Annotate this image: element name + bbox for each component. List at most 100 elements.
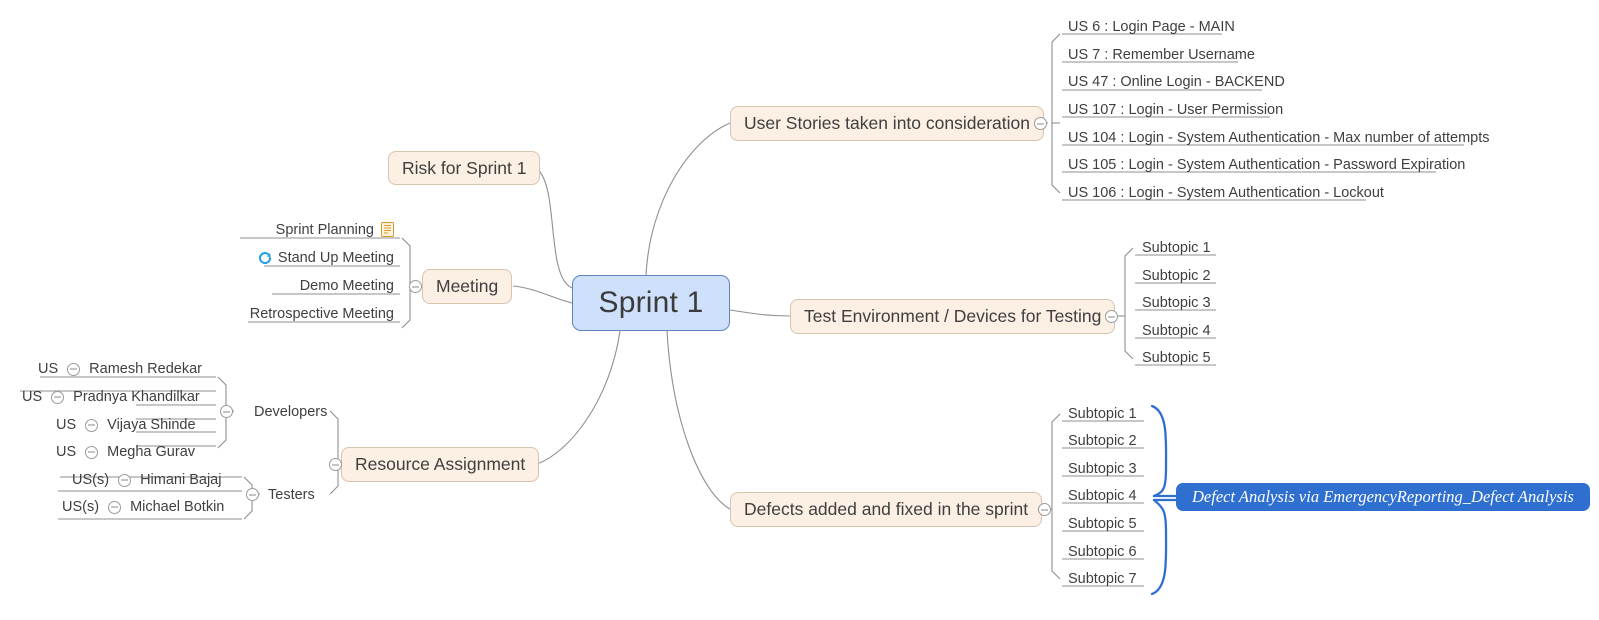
leaf-label: Subtopic 3 (1142, 294, 1211, 311)
person-name: Michael Botkin (130, 499, 225, 515)
leaf-defect-7[interactable]: Subtopic 7 (1062, 569, 1143, 588)
collapse-toggle-testers[interactable] (246, 488, 259, 501)
root-node-sprint-1[interactable]: Sprint 1 (572, 275, 730, 331)
leaf-defect-1[interactable]: Subtopic 1 (1062, 404, 1143, 423)
branch-label-test-environment: Test Environment / Devices for Testing (804, 306, 1102, 326)
us-tag: US(s) (72, 472, 110, 488)
leaf-defect-6[interactable]: Subtopic 6 (1062, 542, 1143, 561)
leaf-label: Subtopic 4 (1142, 322, 1211, 339)
branch-label-meeting: Meeting (436, 276, 499, 296)
branch-label-resource-assignment: Resource Assignment (355, 454, 526, 474)
leaf-defect-3[interactable]: Subtopic 3 (1062, 459, 1143, 478)
leaf-label: Developers (254, 403, 328, 420)
leaf-label: US 6 : Login Page - MAIN (1068, 18, 1235, 35)
leaf-label: Subtopic 3 (1068, 460, 1137, 477)
leaf-meeting-sprint-planning[interactable]: Sprint Planning (240, 220, 400, 239)
leaf-label: US 107 : Login - User Permission (1068, 101, 1284, 118)
leaf-meeting-demo[interactable]: Demo Meeting (252, 276, 400, 295)
leaf-label: Subtopic 7 (1068, 570, 1137, 587)
us-tag: US (56, 444, 77, 460)
root-label: Sprint 1 (598, 286, 704, 319)
collapse-toggle-developers[interactable] (220, 405, 233, 418)
collapse-toggle-person[interactable] (67, 362, 81, 376)
leaf-user-story-3[interactable]: US 47 : Online Login - BACKEND (1062, 72, 1291, 91)
leaf-label: Subtopic 2 (1068, 432, 1137, 449)
leaf-label: Retrospective Meeting (249, 305, 394, 322)
person-row[interactable]: US(s) Himani Bajaj (72, 472, 221, 488)
leaf-label: US 105 : Login - System Authentication -… (1068, 156, 1466, 173)
collapse-toggle-resource-assignment[interactable] (329, 458, 342, 471)
collapse-toggle-person[interactable] (118, 473, 132, 487)
leaf-user-story-6[interactable]: US 105 : Login - System Authentication -… (1062, 155, 1471, 174)
person-row[interactable]: US Vijaya Shinde (56, 417, 196, 433)
leaf-meeting-stand-up[interactable]: Stand Up Meeting (244, 248, 400, 267)
leaf-label: Subtopic 1 (1068, 405, 1137, 422)
branch-node-meeting[interactable]: Meeting (422, 269, 513, 304)
leaf-label: Subtopic 5 (1068, 515, 1137, 532)
branch-node-resource-assignment[interactable]: Resource Assignment (341, 447, 540, 482)
leaf-user-story-4[interactable]: US 107 : Login - User Permission (1062, 100, 1289, 119)
collapse-toggle-test-environment[interactable] (1105, 310, 1118, 323)
person-name: Vijaya Shinde (107, 417, 196, 433)
leaf-test-env-3[interactable]: Subtopic 3 (1136, 293, 1217, 312)
branch-node-defects[interactable]: Defects added and fixed in the sprint (730, 492, 1043, 527)
leaf-label: Subtopic 4 (1068, 487, 1137, 504)
collapse-toggle-user-stories[interactable] (1034, 117, 1047, 130)
leaf-test-env-1[interactable]: Subtopic 1 (1136, 238, 1217, 257)
leaf-meeting-retrospective[interactable]: Retrospective Meeting (228, 304, 400, 323)
leaf-user-story-1[interactable]: US 6 : Login Page - MAIN (1062, 17, 1241, 36)
leaf-defect-2[interactable]: Subtopic 2 (1062, 431, 1143, 450)
us-tag: US (56, 417, 77, 433)
leaf-label: US 47 : Online Login - BACKEND (1068, 73, 1285, 90)
collapse-toggle-person[interactable] (51, 390, 65, 404)
us-tag: US (22, 389, 43, 405)
leaf-defect-5[interactable]: Subtopic 5 (1062, 514, 1143, 533)
collapse-toggle-person[interactable] (85, 445, 99, 459)
leaf-label: Subtopic 1 (1142, 239, 1211, 256)
leaf-user-story-7[interactable]: US 106 : Login - System Authentication -… (1062, 183, 1390, 202)
leaf-label: Sprint Planning (275, 221, 374, 238)
leaf-test-env-2[interactable]: Subtopic 2 (1136, 266, 1217, 285)
branch-label-defects: Defects added and fixed in the sprint (744, 499, 1029, 519)
collapse-toggle-person[interactable] (85, 418, 99, 432)
leaf-user-story-2[interactable]: US 7 : Remember Username (1062, 45, 1261, 64)
group-label-testers[interactable]: Testers (262, 485, 321, 504)
leaf-label: Subtopic 5 (1142, 349, 1211, 366)
defect-brace (1150, 404, 1178, 596)
leaf-user-story-5[interactable]: US 104 : Login - System Authentication -… (1062, 128, 1496, 147)
callout-defect-analysis[interactable]: Defect Analysis via EmergencyReporting_D… (1176, 483, 1590, 511)
branch-node-user-stories[interactable]: User Stories taken into consideration (730, 106, 1044, 141)
collapse-toggle-person[interactable] (108, 500, 122, 514)
leaf-label: US 106 : Login - System Authentication -… (1068, 184, 1384, 201)
branch-node-risk[interactable]: Risk for Sprint 1 (388, 151, 541, 185)
person-name: Himani Bajaj (140, 472, 222, 488)
leaf-label: US 104 : Login - System Authentication -… (1068, 129, 1490, 146)
person-row[interactable]: US Megha Gurav (56, 444, 195, 460)
callout-label: Defect Analysis via EmergencyReporting_D… (1192, 487, 1574, 506)
leaf-label: Subtopic 2 (1142, 267, 1211, 284)
person-name: Pradnya Khandilkar (73, 389, 200, 405)
leaf-test-env-5[interactable]: Subtopic 5 (1136, 348, 1217, 367)
person-row[interactable]: US Pradnya Khandilkar (22, 389, 200, 405)
leaf-label: Testers (268, 486, 315, 503)
branch-label-user-stories: User Stories taken into consideration (744, 113, 1030, 133)
person-name: Megha Gurav (107, 444, 196, 460)
us-tag: US(s) (62, 499, 100, 515)
person-row[interactable]: US Ramesh Redekar (38, 361, 202, 377)
person-row[interactable]: US(s) Michael Botkin (62, 499, 224, 515)
branch-node-test-environment[interactable]: Test Environment / Devices for Testing (790, 299, 1116, 334)
person-name: Ramesh Redekar (89, 361, 202, 377)
leaf-label: Subtopic 6 (1068, 543, 1137, 560)
us-tag: US (38, 361, 59, 377)
leaf-label: Stand Up Meeting (277, 249, 394, 266)
recurring-icon (258, 251, 272, 265)
leaf-test-env-4[interactable]: Subtopic 4 (1136, 321, 1217, 340)
collapse-toggle-defects[interactable] (1038, 503, 1051, 516)
leaf-label: Demo Meeting (299, 277, 394, 294)
collapse-toggle-meeting[interactable] (409, 280, 422, 293)
leaf-defect-4[interactable]: Subtopic 4 (1062, 486, 1143, 505)
group-label-developers[interactable]: Developers (248, 402, 333, 421)
leaf-label: US 7 : Remember Username (1068, 46, 1255, 63)
note-icon (381, 222, 394, 237)
